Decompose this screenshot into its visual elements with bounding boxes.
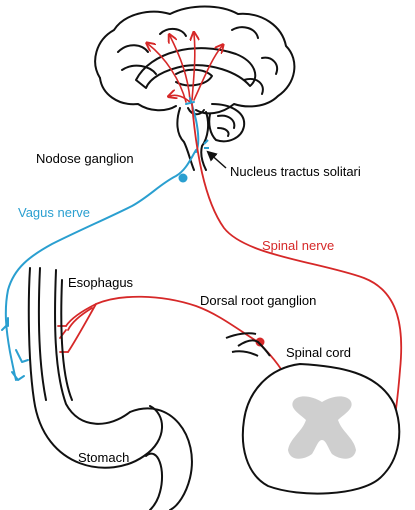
nucleus-tractus-solitari-label: Nucleus tractus solitari	[230, 164, 361, 179]
esophagus-label: Esophagus	[68, 275, 134, 290]
spinal-nerve-label: Spinal nerve	[262, 238, 335, 253]
spinal-cord-section	[225, 332, 401, 495]
nts-pointer-arrow	[206, 150, 227, 169]
dorsal-root-ganglion-node	[255, 337, 265, 347]
nts-synapse	[203, 139, 209, 149]
nodose-ganglion-node	[178, 173, 188, 183]
spinal-projection-arrows	[148, 34, 222, 105]
esophagus-stomach-outline	[27, 267, 193, 510]
dorsal-root-ganglion-label: Dorsal root ganglion	[200, 293, 317, 308]
nodose-ganglion-label: Nodose ganglion	[36, 151, 134, 166]
vagal-pathway	[1, 97, 200, 381]
brain-outline	[94, 5, 296, 171]
vagus-nerve-label: Vagus nerve	[18, 205, 91, 220]
stomach-label: Stomach	[78, 450, 130, 465]
spinal-cord-label: Spinal cord	[286, 345, 352, 360]
